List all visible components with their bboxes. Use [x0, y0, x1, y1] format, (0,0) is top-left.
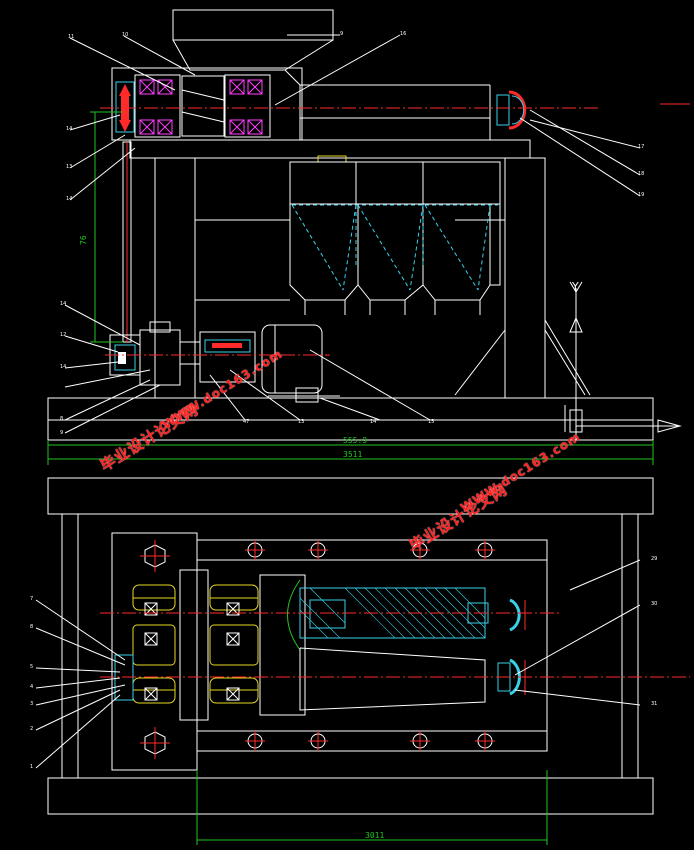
callout-label: 30 [651, 601, 657, 607]
callout-label: 29 [651, 556, 657, 562]
callout-label: 9 [340, 31, 343, 37]
frame-leg-left [154, 157, 196, 399]
callout-label: 19 [638, 192, 644, 198]
plan-view: 3011 [35, 477, 690, 845]
top-frame-plate [129, 139, 531, 159]
callout-numbers: 11 10 14 13 14 14 12 14 8 9 9 16 17 18 1… [30, 31, 657, 770]
callout-label: 8 [60, 416, 63, 422]
callout-label: 14 [66, 126, 72, 132]
coupling-housing [199, 331, 256, 383]
hopper-funnel [172, 39, 334, 71]
bearing-block-left [134, 74, 181, 138]
hopper-box [172, 9, 334, 41]
callout-label: 3 [30, 701, 33, 707]
callout-label: 14 [60, 364, 66, 370]
right-coupling [508, 90, 527, 130]
bearings-top [139, 79, 263, 135]
gearbox [139, 329, 181, 386]
callout-label: 18 [638, 171, 644, 177]
callout-label: 13 [66, 164, 72, 170]
leader-lines-bottom [35, 559, 641, 769]
roll-gear [181, 75, 225, 137]
dim-inner-width-text: 555.9 [343, 436, 367, 445]
front-elevation-view: 76 555.9 3511 [47, 9, 690, 465]
arrow-down-icon [119, 120, 131, 132]
lower-roll [299, 647, 486, 711]
callout-label: 17 [638, 144, 644, 150]
collection-hoppers [289, 161, 501, 315]
callout-label: 16 [400, 31, 406, 37]
y-axis-label: Y [571, 280, 579, 293]
callout-label: 7 [30, 596, 33, 602]
callout-label: 11 [68, 34, 74, 40]
y-axis-arrow-icon [569, 316, 583, 333]
callout-label: 9 [60, 430, 63, 436]
frame-leg-right [504, 157, 546, 399]
leader-lines-top [64, 34, 641, 434]
callout-label: 47 [243, 419, 249, 425]
dim-height-text: 76 [79, 235, 88, 245]
callout-label: 5 [30, 664, 33, 670]
callout-label: 15 [428, 419, 434, 425]
callout-label: 10 [122, 32, 128, 38]
bearing-block-right [224, 74, 271, 138]
callout-label: 13 [298, 419, 304, 425]
callout-label: 14 [370, 419, 376, 425]
plan-gear [179, 569, 209, 721]
dim-bottom-width-text: 3011 [365, 831, 384, 840]
callout-label: 4 [30, 684, 33, 690]
callout-label: 31 [651, 701, 657, 707]
arrow-up-icon [119, 84, 131, 96]
plan-top-rail [47, 477, 654, 515]
callout-label: 14 [60, 301, 66, 307]
plan-yellow-bearings [132, 584, 259, 704]
callout-label: 14 [66, 196, 72, 202]
x-axis-arrow-icon [657, 419, 682, 433]
callout-label: 2 [30, 726, 33, 732]
dim-total-width-text: 3511 [343, 450, 362, 459]
motor [261, 324, 323, 394]
plan-bottom-rail [47, 777, 654, 815]
callout-label: 8 [30, 624, 33, 630]
callout-label: 12 [60, 332, 66, 338]
callout-label: 1 [30, 764, 33, 770]
